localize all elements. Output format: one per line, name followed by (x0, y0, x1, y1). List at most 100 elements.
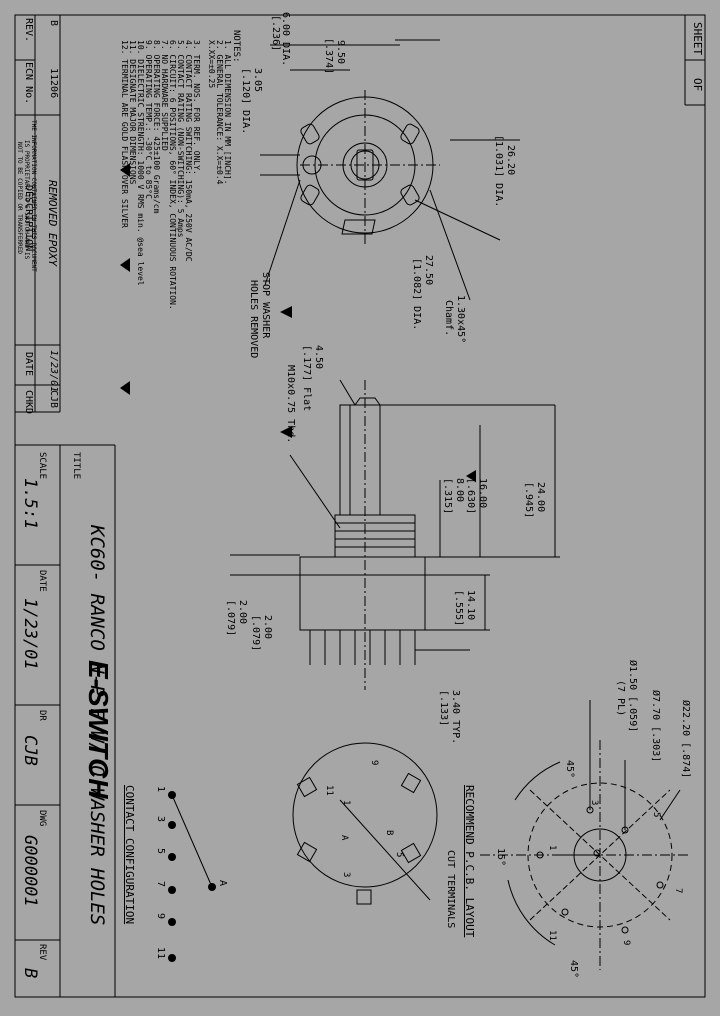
dr-value: CJB (20, 735, 40, 766)
pcb-pin-11: 11 (547, 930, 557, 941)
dim-2750-in: [1.082] DIA. (411, 258, 422, 331)
date-header: DATE (23, 352, 34, 377)
dim-305-in: [.120] DIA. (240, 68, 251, 135)
date-row-value: 1/23/01 (48, 350, 59, 393)
dim-305: 3.05 (252, 68, 263, 93)
note-line-11: 10. DIELECTRIC STRENGTH: 1000 V RMS min.… (136, 40, 145, 286)
contact-pos-5: 5 (155, 848, 166, 855)
bottom-label-a: A (339, 835, 349, 841)
proprietary-line-2: IS PROPRIETARY TO E-SWITCH AND IS (23, 140, 30, 260)
contact-pos-7: 7 (155, 881, 166, 888)
dim-1600: 16.00 (477, 478, 488, 509)
side-view (230, 379, 560, 690)
bottom-label-11: 11 (324, 785, 334, 796)
holes-removed-label: HOLES REMOVED (248, 280, 259, 359)
sheet-border (14, 14, 706, 998)
scale-value: 1.5:1 (20, 478, 40, 530)
note-line-3: X.XX=±0.25 (207, 40, 216, 89)
dim-950: 9.50 (335, 40, 346, 65)
note-line-2: 2. GENERAL TOLERANCE: X.X=±0.4 (215, 40, 224, 185)
pcb-pl: (7 PL) (615, 680, 626, 717)
front-view (260, 39, 520, 301)
title-block (15, 444, 116, 997)
bottom-label-b: B (384, 830, 394, 836)
pcb-pins (536, 806, 664, 934)
dim-800: 8.00 (454, 478, 465, 503)
rev-row-value: B (48, 20, 59, 27)
pcb-angle-45a: 45° (564, 760, 575, 779)
dim-450: 4.50 (313, 345, 324, 370)
date-value: 1/23/01 (20, 598, 40, 670)
note-line-5: 4. CONTACT RATING SWITCHING: 150mA, 250V… (184, 40, 193, 262)
contact-pos-11: 11 (155, 947, 166, 960)
dim-1410-in: [.555] (453, 590, 464, 627)
bottom-label-3: 3 (341, 872, 351, 878)
dim-chamf: 1.30x45° (455, 295, 466, 344)
dim-dia-600: 6.00 DIA. (280, 12, 291, 67)
ecn-header: ECN No. (23, 62, 34, 105)
ecn-row-value: 11206 (48, 68, 59, 99)
dim-200b-in: [.079] (225, 600, 236, 637)
dim-340-in: [.133] (438, 690, 449, 727)
dim-1600-in: [.630] (465, 478, 476, 515)
contact-pos-1: 1 (155, 786, 166, 793)
dim-dia-600-in: [.236] (270, 15, 281, 52)
pcb-layout-title: RECOMMEND P.C.B. LAYOUT (463, 785, 476, 938)
description-row-value: REMOVED EPOXY (46, 180, 59, 267)
rev-label: REV (37, 944, 47, 961)
dim-1410: 14.10 (465, 590, 476, 621)
contact-pos-3: 3 (155, 816, 166, 823)
pcb-angle-45b: 45° (568, 960, 579, 979)
pcb-dia-150: Ø1.50 [.059] (627, 660, 638, 733)
chkd-header: CHKD (23, 390, 34, 415)
stop-washer-label: STOP WASHER (260, 272, 271, 339)
rev-header: REV. (23, 18, 34, 43)
pcb-angle-15: 15° (495, 848, 506, 867)
company-logo: E-SWITCH (83, 660, 114, 799)
note-line-10: 9. OPERATING TEMP.: -30°C to 85°C (144, 40, 153, 199)
pcb-pin-1: 1 (547, 845, 557, 851)
notes-header: NOTES: (231, 30, 241, 63)
bottom-label-1: 1 (341, 800, 351, 806)
dim-200a: 2.00 (262, 615, 273, 640)
pcb-pin-5: 5 (651, 812, 661, 818)
bottom-label-9: 9 (369, 760, 379, 766)
note-line-1: 1. ALL DIMENSION IN MM [INCH]. (223, 40, 232, 185)
dim-2620-in: [1.031] DIA. (493, 135, 504, 208)
dim-340: 3.40 TYP. (450, 690, 461, 745)
proprietary-line-1: THE INFORMATION CONTAINED IN THIS DOCUME… (30, 120, 37, 272)
contact-pos-9: 9 (155, 913, 166, 920)
note-line-6: 5. CONTACT RATING (NON-SWITCHING): 5 Amp… (176, 40, 185, 238)
title-label: TITLE (71, 452, 81, 480)
dwg-label: DWG (37, 810, 47, 827)
dim-450-in: [.177] Flat (301, 345, 312, 412)
dim-chamf2: Chamf. (443, 300, 454, 337)
dim-thread: M10x0.75 Thd. (285, 365, 296, 444)
pcb-pin-7: 7 (673, 888, 683, 894)
pcb-layout (480, 700, 690, 970)
dr-label: DR (37, 710, 47, 721)
sheet-label: SHEET (691, 22, 704, 56)
filled-marks (120, 163, 476, 962)
pcb-pin-3: 3 (589, 800, 599, 806)
date-label: DATE (37, 570, 47, 592)
pcb-pin-9: 9 (621, 940, 631, 946)
note-line-9: 8. OPERATING FORCE: 425±100 Grams/cm (152, 40, 161, 214)
dim-800-in: [.315] (442, 478, 453, 515)
rev-value: B (20, 968, 40, 979)
note-line-8: 7. NO HARDWARE SUPPLIED (160, 40, 169, 151)
dim-2400: 24.00 (535, 482, 546, 513)
dwg-value: G000001 (20, 835, 40, 907)
note-line-12: 11. DESIGNATE MAJOR DIMENSIONS (128, 40, 137, 185)
revision-table (15, 15, 61, 413)
of-label: OF (691, 78, 704, 92)
note-line-4: 3. TERM. NOS. FOR REF. ONLY. (192, 40, 201, 175)
dim-2750: 27.50 (423, 255, 434, 286)
contact-common-a: A (217, 880, 228, 887)
scale-label: SCALE (37, 452, 47, 480)
pcb-dia-2220: Ø22.20 [.874] (680, 700, 691, 779)
dim-950-in: [.374] (323, 38, 334, 75)
proprietary-line-3: NOT TO BE COPIED OR TRANSFERRED (16, 142, 23, 254)
